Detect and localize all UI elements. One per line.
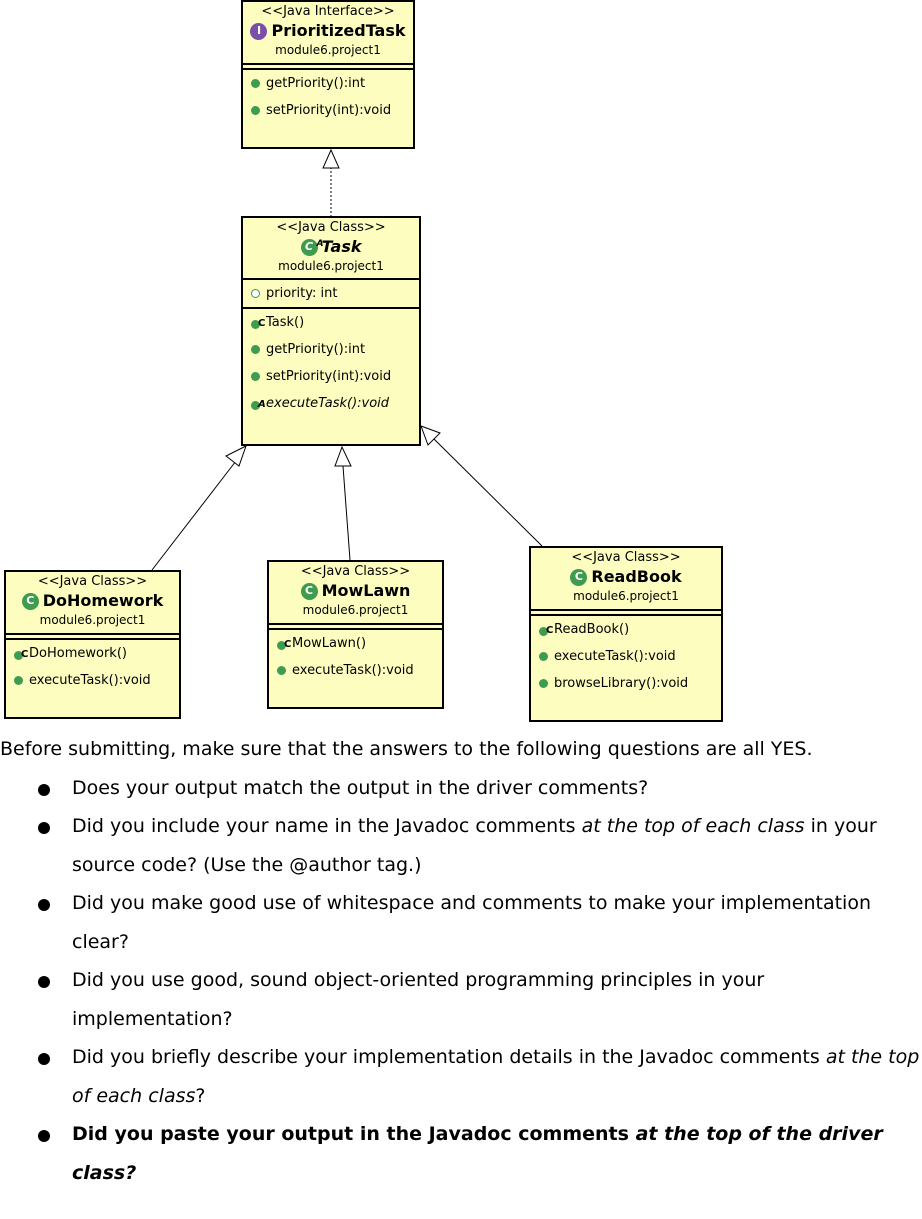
generalization-arrowhead-dohomework <box>225 445 247 467</box>
class-name: DoHomework <box>42 591 164 610</box>
package-label: module6.project1 <box>573 589 679 603</box>
package-label: module6.project1 <box>275 43 381 57</box>
abstract-method-icon: A <box>251 397 266 411</box>
public-method-icon <box>251 79 260 88</box>
checklist-intro: Before submitting, make sure that the an… <box>0 738 813 760</box>
stereotype-label: <<Java Class>> <box>571 550 681 565</box>
method-row: setPriority(int):void <box>243 363 419 390</box>
field-icon <box>251 289 260 298</box>
method-row: executeTask():void <box>531 643 721 670</box>
public-method-icon <box>251 345 260 354</box>
package-label: module6.project1 <box>278 259 384 273</box>
stereotype-label: <<Java Class>> <box>300 564 411 579</box>
submission-checklist: Before submitting, make sure that the an… <box>0 730 922 1192</box>
generalization-arrowhead-readbook <box>420 425 441 446</box>
class-name: Task <box>321 237 362 256</box>
generalization-arrowhead-mowlawn <box>334 445 352 467</box>
constructor-icon: C <box>251 316 265 330</box>
realization-arrowhead <box>322 148 340 169</box>
generalization-line-dohomework <box>151 460 237 571</box>
class-icon: C <box>21 592 39 610</box>
class-name: ReadBook <box>591 567 682 586</box>
stereotype-label: <<Java Class>> <box>37 574 148 589</box>
method-row: browseLibrary():void <box>531 670 721 697</box>
class-name: MowLawn <box>321 581 411 600</box>
bullet-icon <box>38 783 50 796</box>
checklist-item: Did you include your name in the Javadoc… <box>0 807 922 884</box>
method-row: executeTask():void <box>269 657 442 684</box>
public-method-icon <box>539 652 548 661</box>
checklist-item: Does your output match the output in the… <box>0 769 922 808</box>
public-method-icon <box>251 106 260 115</box>
checklist-item: Did you briefly describe your implementa… <box>0 1038 922 1115</box>
package-label: module6.project1 <box>302 603 409 617</box>
relationship-lines <box>151 148 543 571</box>
public-method-icon <box>14 676 23 685</box>
bullet-icon <box>38 976 50 988</box>
interface-icon: I <box>250 22 268 40</box>
checklist-items: Does your output match the output in the… <box>0 769 922 1193</box>
generalization-line-readbook <box>433 438 543 547</box>
field-row: priority: int <box>243 280 419 307</box>
stereotype-label: <<Java Interface>> <box>261 4 395 19</box>
public-method-icon <box>251 372 260 381</box>
constructor-icon: C <box>539 623 553 637</box>
class-icon: C <box>570 568 588 586</box>
constructor-icon: C <box>14 647 28 661</box>
method-row: executeTask():void <box>6 667 179 694</box>
class-icon: C <box>300 582 318 600</box>
checklist-item: Did you paste your output in the Javadoc… <box>0 1115 922 1192</box>
stereotype-label: <<Java Class>> <box>276 220 386 235</box>
bullet-icon <box>38 822 50 834</box>
method-row: getPriority():int <box>243 70 413 97</box>
public-method-icon <box>539 679 548 688</box>
package-label: module6.project1 <box>39 613 146 627</box>
public-method-icon <box>277 666 286 675</box>
bullet-icon <box>38 1053 50 1065</box>
checklist-item: Did you make good use of whitespace and … <box>0 884 922 961</box>
generalization-line-mowlawn <box>342 465 351 561</box>
method-row: setPriority(int):void <box>243 97 413 124</box>
checklist-item: Did you use good, sound object-oriented … <box>0 961 922 1038</box>
method-row: getPriority():int <box>243 336 419 363</box>
constructor-icon: C <box>277 637 291 651</box>
class-name: PrioritizedTask <box>271 21 406 40</box>
bullet-icon <box>38 1130 50 1142</box>
bullet-icon <box>38 899 50 911</box>
